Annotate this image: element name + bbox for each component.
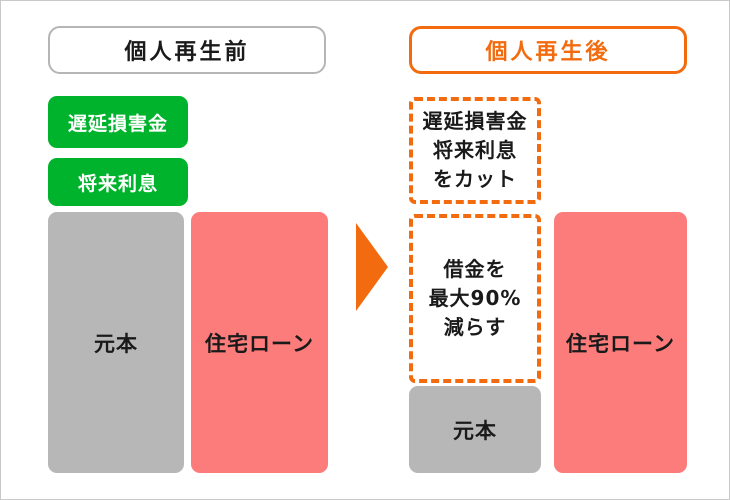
before-bar-principal: 元本 bbox=[48, 212, 184, 473]
after-bar-housing-loan: 住宅ローン bbox=[554, 212, 687, 473]
callout-line: をカット bbox=[433, 167, 517, 191]
before-bar-housing-loan: 住宅ローン bbox=[191, 212, 328, 473]
callout-line: 減らす bbox=[443, 315, 507, 339]
after-callout-reduce-debt: 借金を 最大90% 減らす bbox=[409, 214, 541, 383]
before-badge-late-damages: 遅延損害金 bbox=[48, 96, 188, 148]
callout-line: 将来利息 bbox=[433, 138, 517, 162]
callout-line: 遅延損害金 bbox=[422, 109, 528, 133]
before-header-pill: 個人再生前 bbox=[48, 26, 326, 74]
after-callout-cut-interest: 遅延損害金 将来利息 をカット bbox=[409, 97, 541, 204]
triangle-right-icon bbox=[356, 223, 388, 311]
before-badge-future-interest: 将来利息 bbox=[48, 158, 188, 206]
after-header-pill: 個人再生後 bbox=[409, 26, 687, 74]
callout-line: 最大90% bbox=[428, 286, 522, 310]
after-bar-principal: 元本 bbox=[409, 386, 541, 473]
callout-line: 借金を bbox=[443, 257, 507, 281]
